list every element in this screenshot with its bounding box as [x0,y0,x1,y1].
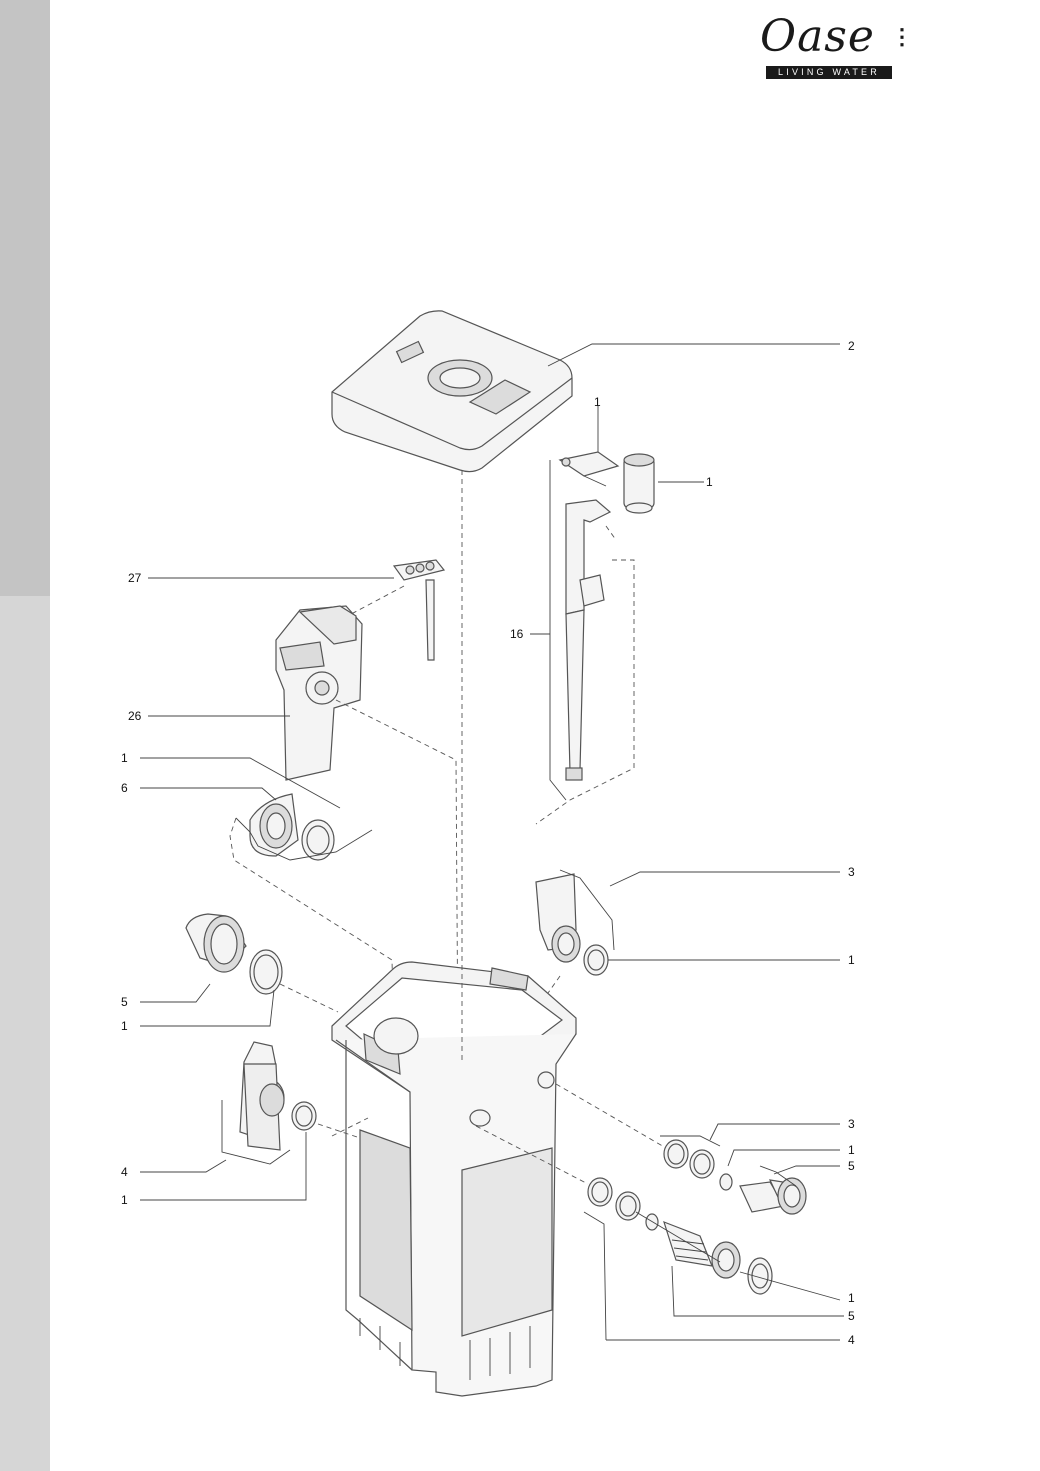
callout-hose-5: 5 [848,1159,855,1173]
callout-hose-5b: 5 [848,1309,855,1323]
callout-flange-5: 5 [121,995,128,1009]
filter-housing [331,470,577,1397]
lid-part [331,310,573,473]
flange-5-part [185,913,339,1013]
adapter-4-part [475,1125,844,1341]
outlet-3-part [535,869,615,1035]
callout-flange-6: 6 [121,781,128,795]
callout-switch: 27 [128,571,142,585]
callout-ring-6: 1 [121,751,128,765]
sidebar-band-bottom [0,596,50,1471]
callout-sensor-cap: 1 [594,395,601,409]
callout-ring-4: 1 [121,1193,128,1207]
tube-part [535,460,635,825]
valve-4-part [221,1041,369,1165]
adapter-3-part [555,1083,807,1215]
callout-tube: 16 [510,627,524,641]
module-part [275,605,459,1061]
callout-adapter-3: 3 [848,1117,855,1131]
callout-lid: 2 [848,339,855,353]
oase-logo: Oase ⋮ LIVING WATER [756,10,916,82]
switch-part [339,559,446,661]
callout-ring-outlet: 1 [848,953,855,967]
callout-adapter-4: 4 [848,1333,855,1347]
sidebar-band-top [0,0,50,596]
flange-6-part [229,793,395,1047]
callout-module: 26 [128,709,142,723]
callout-ring-r1: 1 [848,1143,855,1157]
logo-tagline: LIVING WATER [766,66,892,79]
logo-droplet-icon: ⋮ [891,24,913,49]
logo-wordmark: Oase [760,11,875,62]
sensor-cap-part [558,451,620,487]
callout-valve-4: 4 [121,1165,128,1179]
callout-ring-r2: 1 [848,1291,855,1305]
sensor-top-part [623,453,655,514]
callout-ring-5: 1 [121,1019,128,1033]
callout-outlet-3: 3 [848,865,855,879]
leader-lines [140,343,840,1341]
callout-sensor-top: 1 [706,475,713,489]
